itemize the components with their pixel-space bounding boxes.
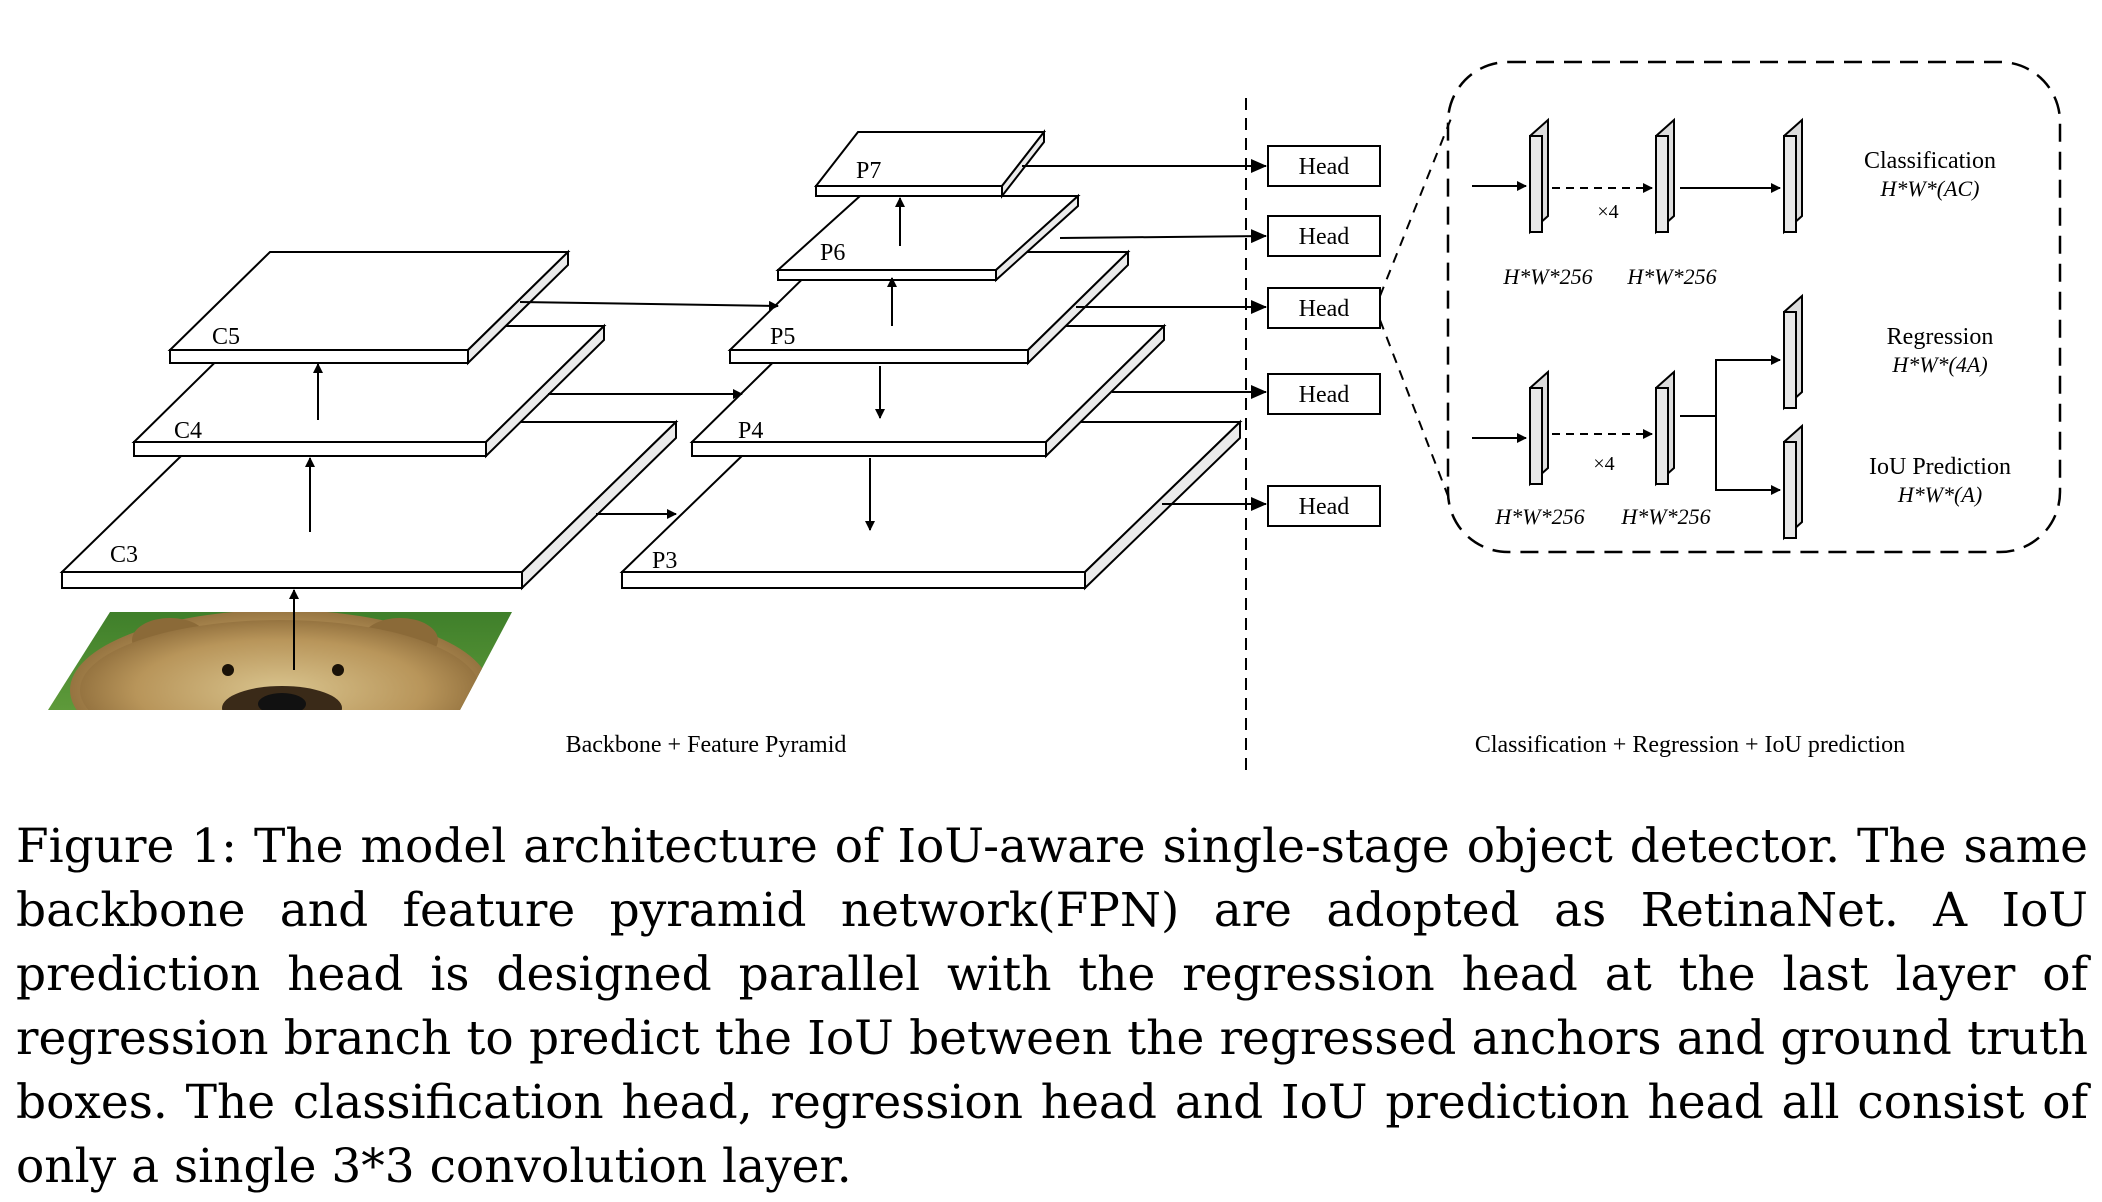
head-arrows — [1022, 159, 1267, 511]
figure-caption: Figure 1: The model architecture of IoU-… — [16, 819, 2088, 1194]
output-name-regression: Regression — [1887, 324, 1994, 350]
head-box-p5: Head — [1267, 287, 1381, 329]
feature-map-iou — [1783, 423, 1803, 541]
feature-map — [1655, 117, 1675, 235]
dim-label: H*W*256 — [1502, 264, 1592, 289]
layer-label-c4: C4 — [174, 418, 202, 444]
backbone-c5 — [167, 249, 571, 366]
layer-label-p6: P6 — [820, 240, 845, 266]
repeat-count-bottom: ×4 — [1593, 453, 1614, 475]
layer-label-c3: C3 — [110, 542, 138, 568]
feature-map — [1529, 117, 1549, 235]
head-box-p3: Head — [1267, 485, 1381, 527]
layer-label-p5: P5 — [770, 324, 795, 350]
output-shape-regression: H*W*(4A) — [1891, 352, 1987, 377]
backbone-c3 — [59, 419, 679, 591]
architecture-diagram: C3 C4 C5 P3 P4 P5 P6 P7 Head Head — [48, 60, 2062, 770]
feature-map-regression — [1783, 293, 1803, 411]
head-box-p4: Head — [1267, 373, 1381, 415]
head-label: Head — [1299, 224, 1350, 250]
fpn-arrows — [865, 197, 905, 531]
output-name-iou: IoU Prediction — [1869, 454, 2011, 480]
head-top-branch: ×4 H*W*256 H*W*256 — [1472, 117, 1803, 289]
feature-map — [1783, 117, 1803, 235]
fpn-p7 — [813, 129, 1047, 199]
head-box-p6: Head — [1267, 215, 1381, 257]
head-label: Head — [1299, 382, 1350, 408]
backbone-arrows — [289, 363, 323, 670]
input-image — [48, 612, 512, 710]
lateral-arrows — [519, 300, 779, 519]
layer-label-p7: P7 — [856, 158, 881, 184]
zoom-lines — [1379, 115, 1453, 497]
head-box-p7: Head — [1267, 145, 1381, 187]
output-shape-classification: H*W*(AC) — [1880, 176, 1980, 201]
dim-label: H*W*256 — [1494, 504, 1584, 529]
head-label: Head — [1299, 154, 1350, 180]
head-label: Head — [1299, 494, 1350, 520]
output-shape-iou: H*W*(A) — [1897, 482, 1982, 507]
repeat-count-top: ×4 — [1597, 201, 1618, 223]
layer-label-c5: C5 — [212, 324, 240, 350]
head-section-caption: Classification + Regression + IoU predic… — [1475, 732, 1905, 758]
head-label: Head — [1299, 296, 1350, 322]
dim-label: H*W*256 — [1620, 504, 1710, 529]
layer-label-p3: P3 — [652, 548, 677, 574]
fpn-p6 — [775, 193, 1081, 283]
feature-map — [1529, 369, 1549, 487]
layer-label-p4: P4 — [738, 418, 763, 444]
head-detail-panel — [1446, 60, 2062, 554]
feature-map — [1655, 369, 1675, 487]
output-name-classification: Classification — [1864, 148, 1996, 174]
head-bottom-branch: ×4 H*W*256 H*W*256 — [1472, 293, 1803, 541]
backbone-section-caption: Backbone + Feature Pyramid — [566, 732, 847, 758]
dim-label: H*W*256 — [1626, 264, 1716, 289]
